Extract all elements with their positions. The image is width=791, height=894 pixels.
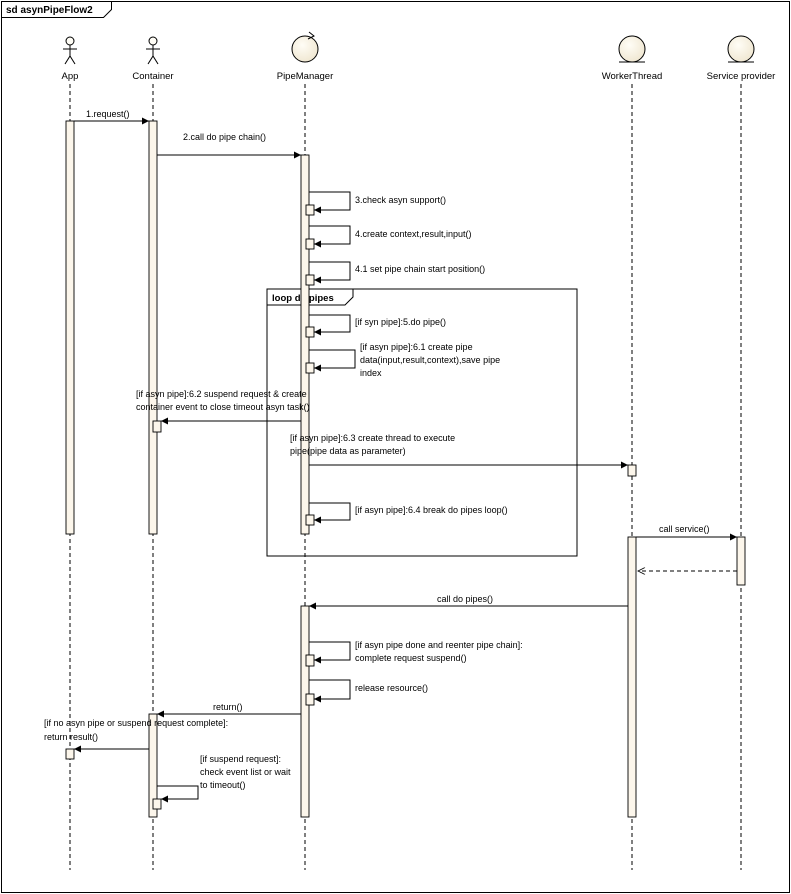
- message-label-request: 1.request(): [86, 109, 130, 119]
- message-label-create-pipe-data: [if asyn pipe]:6.1 create pipe data(inpu…: [360, 342, 503, 378]
- activation-bar: [65, 748, 75, 760]
- message-arrow-check-event-list: [157, 785, 199, 803]
- activation-bar: [300, 605, 310, 818]
- activation-bar: [305, 238, 315, 250]
- message-arrow-do-pipe: [309, 314, 351, 336]
- message-label-suspend-request: [if asyn pipe]:6.2 suspend request & cre…: [136, 389, 310, 412]
- activation-bar: [305, 326, 315, 338]
- lifeline-label-pipemanager: PipeManager: [277, 71, 334, 82]
- message-arrow-create-context: [309, 225, 351, 248]
- message-label-check-event-list: [if suspend request]: check event list o…: [200, 754, 293, 790]
- activation-bar: [736, 536, 746, 586]
- activation-bar: [300, 154, 310, 535]
- message-arrow-complete-request-suspend: [309, 641, 351, 664]
- control-icon: [291, 31, 319, 63]
- frame-title: sd asynPipeFlow2: [6, 5, 93, 16]
- activation-bar: [627, 464, 637, 477]
- message-label-call-do-pipes: call do pipes(): [437, 594, 493, 604]
- activation-bar: [148, 120, 158, 535]
- lifeline-label-workerthread: WorkerThread: [602, 71, 663, 82]
- actor-icon: [146, 36, 160, 65]
- activation-bar: [148, 713, 158, 818]
- activation-bar: [65, 120, 75, 535]
- message-arrow-break-loop: [309, 502, 351, 524]
- activation-bar: [305, 274, 315, 286]
- activations: [65, 120, 746, 818]
- lifeline-label-container: Container: [132, 71, 173, 82]
- entity-icon: [727, 35, 755, 63]
- message-label-return-result: [if no asyn pipe or suspend request comp…: [44, 718, 231, 742]
- activation-bar: [305, 693, 315, 706]
- message-label-return: return(): [213, 702, 243, 712]
- lifeline-service-provider: Service provider: [707, 35, 776, 870]
- message-arrow-create-pipe-data: [309, 349, 356, 372]
- activation-bar: [305, 362, 315, 374]
- activation-bar: [627, 536, 637, 818]
- message-arrow-set-start-position: [309, 261, 351, 284]
- message-label-set-start-position: 4.1 set pipe chain start position(): [355, 264, 485, 274]
- activation-bar: [305, 514, 315, 526]
- activation-bar: [305, 654, 315, 667]
- message-arrow-check-asyn-support: [309, 191, 351, 214]
- actor-icon: [63, 36, 77, 65]
- message-arrow-release-resource: [309, 679, 351, 703]
- lifeline-label-service-provider: Service provider: [707, 71, 776, 82]
- message-label-create-thread: [if asyn pipe]:6.3 create thread to exec…: [290, 433, 458, 456]
- activation-bar: [305, 204, 315, 216]
- entity-icon: [618, 35, 646, 63]
- activation-bar: [152, 798, 162, 810]
- message-label-create-context: 4.create context,result,input(): [355, 229, 472, 239]
- message-label-check-asyn-support: 3.check asyn support(): [355, 195, 446, 205]
- messages: 1.request() 2.call do pipe chain() 3.che…: [44, 109, 737, 803]
- lifeline-label-app: App: [62, 71, 79, 82]
- message-label-complete-request-suspend: [if asyn pipe done and reenter pipe chai…: [355, 640, 525, 663]
- message-label-call-service: call service(): [659, 524, 710, 534]
- activation-bar: [152, 420, 162, 433]
- message-label-release-resource: release resource(): [355, 683, 428, 693]
- message-label-break-loop: [if asyn pipe]:6.4 break do pipes loop(): [355, 505, 508, 515]
- message-label-call-do-pipe-chain: 2.call do pipe chain(): [183, 132, 266, 142]
- message-label-do-pipe: [if syn pipe]:5.do pipe(): [355, 317, 446, 327]
